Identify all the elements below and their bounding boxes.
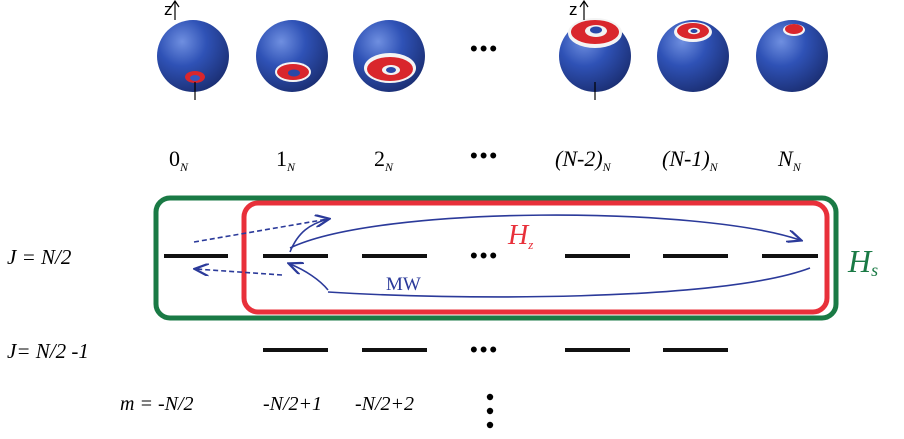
row-label-j-top: J = N/2 xyxy=(7,245,72,269)
state-label-n-1: (N-1)N xyxy=(662,146,719,174)
state-label-n-2: (N-2)N xyxy=(555,146,612,174)
m-label-second: -N/2+1 xyxy=(263,393,322,415)
mw-arrows xyxy=(194,215,811,298)
ellipsis-row1: ••• xyxy=(470,243,499,268)
sphere-1 xyxy=(256,20,328,92)
hz-label: Hz xyxy=(507,220,533,252)
state-label-0: 0N xyxy=(169,146,189,174)
sphere-n-1 xyxy=(657,20,729,92)
sphere-n xyxy=(756,20,828,92)
row-label-j-second: J= N/2 -1 xyxy=(7,339,89,363)
hs-green-box xyxy=(153,195,839,321)
z-label-1: z xyxy=(164,0,173,19)
z-label-2: z xyxy=(569,0,578,19)
m-label-third: -N/2+2 xyxy=(355,393,414,415)
state-label-n: NN xyxy=(777,146,802,174)
ellipsis-labels: ••• xyxy=(470,143,499,168)
sphere-0 xyxy=(157,20,229,100)
state-label-2: 2N xyxy=(374,146,394,174)
hz-red-box xyxy=(241,200,830,315)
sphere-2 xyxy=(353,20,425,92)
z-arrow-2 xyxy=(579,0,589,8)
state-labels: 0N 1N 2N ••• (N-2)N (N-1)N NN xyxy=(169,143,802,174)
m-label-first: m = -N/2 xyxy=(120,393,194,415)
mw-label: MW xyxy=(386,274,421,295)
state-label-1: 1N xyxy=(276,146,296,174)
hs-label: Hs xyxy=(847,243,878,280)
ellipsis-row2: ••• xyxy=(470,337,499,362)
ellipsis-spheres: ••• xyxy=(470,36,499,61)
m-labels: m = -N/2 -N/2+1 -N/2+2 xyxy=(120,393,414,415)
z-arrow-1 xyxy=(170,0,180,8)
sphere-n-2 xyxy=(559,18,631,100)
vertical-ellipsis xyxy=(486,393,494,429)
